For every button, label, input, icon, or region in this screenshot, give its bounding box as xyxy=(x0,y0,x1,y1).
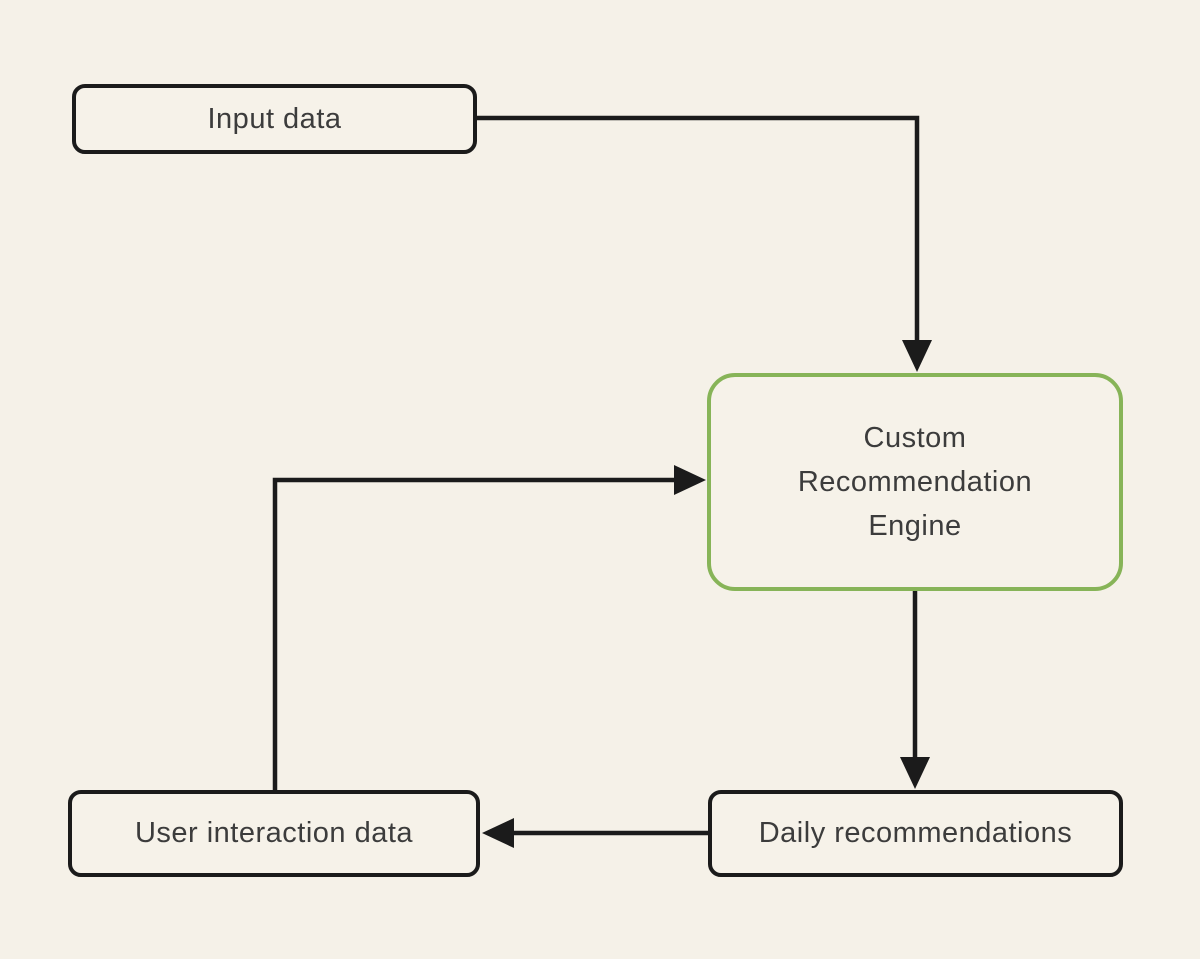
arrowhead-down-into-daily xyxy=(900,757,930,789)
node-input-data: Input data xyxy=(72,84,477,154)
arrowhead-right-into-engine xyxy=(674,465,706,495)
node-user-interaction-data: User interaction data xyxy=(68,790,480,877)
node-input-data-label: Input data xyxy=(207,102,342,135)
node-custom-recommendation-engine: Custom Recommendation Engine xyxy=(707,373,1123,591)
arrowhead-left-into-user xyxy=(482,818,514,848)
node-user-label: User interaction data xyxy=(134,817,414,849)
node-daily-label: Daily recommendations xyxy=(758,817,1073,849)
node-engine-label: Custom Recommendation Engine xyxy=(798,416,1032,548)
edge-user-to-engine xyxy=(272,465,706,790)
node-daily-recommendations: Daily recommendations xyxy=(708,790,1123,877)
edge-daily-to-user xyxy=(482,818,708,848)
edge-engine-to-daily xyxy=(900,591,930,789)
node-engine-label-line-1: Custom xyxy=(863,422,967,454)
node-engine-label-line-3: Engine xyxy=(868,510,962,542)
node-engine-label-line-2: Recommendation xyxy=(797,466,1033,498)
edge-input-to-engine xyxy=(477,115,932,372)
arrowhead-down-into-engine xyxy=(902,340,932,372)
